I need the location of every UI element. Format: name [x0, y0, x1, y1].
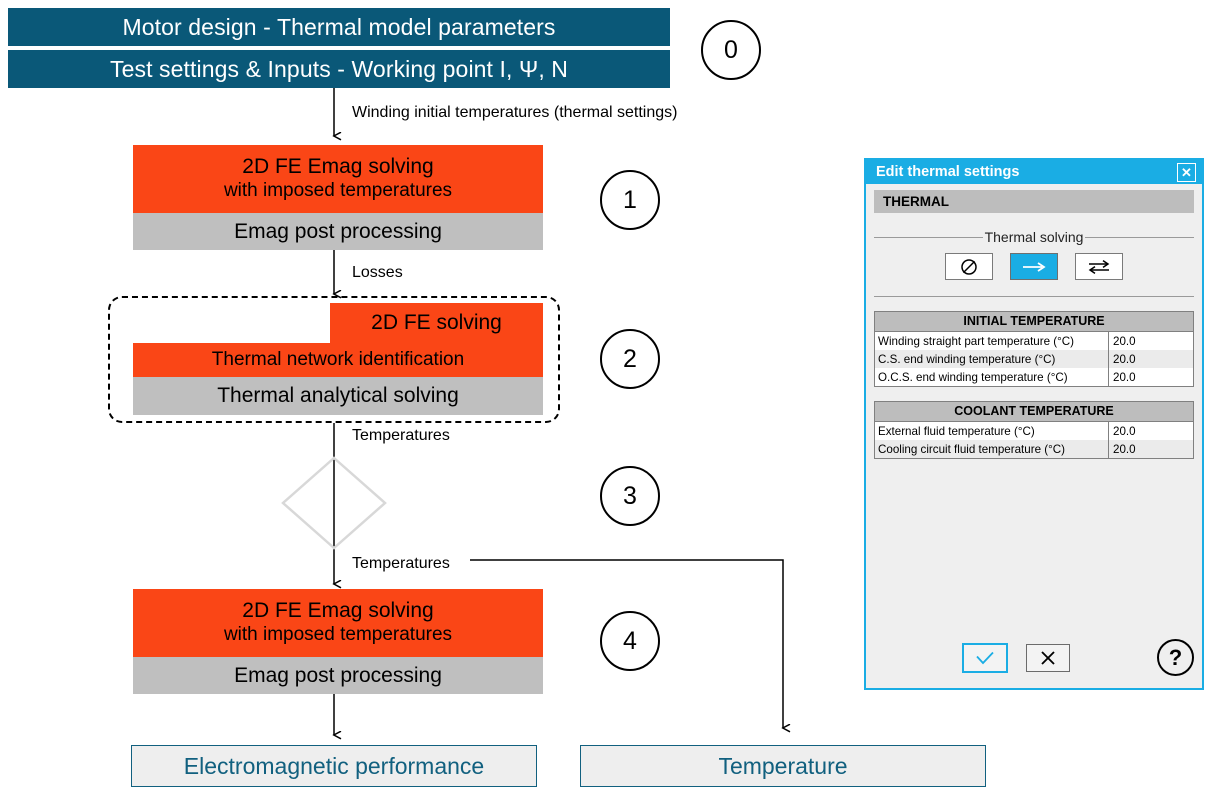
dialog-title: Edit thermal settings [876, 164, 1020, 180]
step-badge-0-number: 0 [724, 35, 738, 64]
step-badge-0: 0 [701, 20, 761, 80]
table-cell-value[interactable]: 20.0 [1109, 332, 1193, 350]
stage2-fe-solving-block: 2D FE solving [330, 303, 543, 343]
outcome-temperature-label: Temperature [718, 752, 848, 779]
step-badge-1: 1 [600, 170, 660, 230]
arrow-right-icon [1023, 261, 1046, 272]
edge-label-losses: Losses [352, 264, 403, 282]
stage2-thermal-analytical-block: Thermal analytical solving [133, 377, 543, 415]
coolant-temperature-table: COOLANT TEMPERATURE External fluid tempe… [874, 401, 1194, 459]
table-cell-label: Winding straight part temperature (°C) [875, 332, 1109, 350]
stage1-title-line2: with imposed temperatures [223, 180, 453, 202]
coolant-temperature-table-title: COOLANT TEMPERATURE [875, 402, 1193, 422]
table-cell-value[interactable]: 20.0 [1109, 350, 1193, 368]
edit-thermal-settings-dialog[interactable]: Edit thermal settings ✕ THERMAL Thermal … [864, 158, 1204, 690]
header-bar-motor-design-label: Motor design - Thermal model parameters [122, 13, 556, 40]
edge-label-text: Temperatures [352, 427, 450, 444]
thermal-solving-mode-group [874, 253, 1194, 280]
header-bar-motor-design: Motor design - Thermal model parameters [8, 8, 670, 46]
dialog-title-bar: Edit thermal settings ✕ [866, 160, 1202, 184]
edge-label-text: Winding initial temperatures (thermal se… [352, 104, 678, 121]
help-icon[interactable]: ? [1157, 639, 1194, 676]
cancel-button[interactable] [1025, 643, 1070, 672]
initial-temperature-table: INITIAL TEMPERATURE Winding straight par… [874, 311, 1194, 387]
stage1-title-line1: 2D FE Emag solving [242, 155, 434, 179]
outcome-electromagnetic-performance: Electromagnetic performance [131, 745, 537, 787]
legend-rule-left [874, 236, 983, 238]
table-row[interactable]: External fluid temperature (°C) 20.0 [875, 422, 1193, 440]
help-glyph: ? [1168, 644, 1183, 670]
table-cell-value[interactable]: 20.0 [1109, 440, 1193, 458]
stage4-title-line2: with imposed temperatures [223, 624, 453, 646]
dialog-body: THERMAL Thermal solving [866, 184, 1202, 688]
step-badge-4-number: 4 [623, 626, 637, 655]
edge-label-text: Losses [352, 264, 403, 281]
table-cell-label: O.C.S. end winding temperature (°C) [875, 368, 1109, 386]
stage1-emag-post-processing-block: Emag post processing [133, 213, 543, 250]
stage4-post-label: Emag post processing [234, 663, 442, 687]
thermal-solving-legend-label: Thermal solving [984, 229, 1084, 245]
stage2-analytical-label: Thermal analytical solving [217, 384, 459, 407]
slashed-circle-icon [961, 258, 977, 275]
table-cell-label: Cooling circuit fluid temperature (°C) [875, 440, 1109, 458]
edge-label-text: Temperatures [352, 555, 450, 572]
stage4-emag-solving-block: 2D FE Emag solving with imposed temperat… [133, 589, 543, 657]
header-bar-test-settings-label: Test settings & Inputs - Working point I… [109, 55, 569, 82]
step-badge-2-number: 2 [623, 344, 637, 373]
stage2-thermal-network-block: Thermal network identification [133, 343, 543, 377]
cross-icon [1040, 650, 1055, 665]
thermal-solving-legend: Thermal solving [874, 229, 1195, 245]
table-row[interactable]: C.S. end winding temperature (°C) 20.0 [875, 350, 1193, 368]
dialog-footer: ? [874, 639, 1194, 676]
table-cell-value[interactable]: 20.0 [1109, 422, 1193, 440]
section-divider [874, 296, 1194, 297]
step-badge-2: 2 [600, 329, 660, 389]
section-header-thermal-label: THERMAL [883, 194, 949, 209]
two-way-coupling-button[interactable] [1075, 253, 1123, 280]
stage4-emag-post-processing-block: Emag post processing [133, 657, 543, 694]
outcome-temperature: Temperature [580, 745, 986, 787]
stage2-network-label: Thermal network identification [211, 348, 465, 370]
outcome-electromagnetic-performance-label: Electromagnetic performance [183, 752, 485, 779]
edge-label-temperatures-lower: Temperatures [352, 555, 450, 573]
close-icon[interactable]: ✕ [1177, 162, 1196, 182]
step-badge-4: 4 [600, 611, 660, 671]
edge-label-temperatures-upper: Temperatures [352, 427, 450, 445]
stage4-title-line1: 2D FE Emag solving [242, 599, 434, 623]
step-badge-1-number: 1 [623, 185, 637, 214]
legend-rule-right [1085, 236, 1195, 238]
table-cell-label: C.S. end winding temperature (°C) [875, 350, 1109, 368]
header-bar-test-settings: Test settings & Inputs - Working point I… [8, 50, 670, 88]
initial-temperature-table-title: INITIAL TEMPERATURE [875, 312, 1193, 332]
table-row[interactable]: Cooling circuit fluid temperature (°C) 2… [875, 440, 1193, 458]
step-badge-3: 3 [600, 466, 660, 526]
arrows-exchange-icon [1088, 259, 1110, 274]
table-cell-label: External fluid temperature (°C) [875, 422, 1109, 440]
stage1-emag-solving-block: 2D FE Emag solving with imposed temperat… [133, 145, 543, 213]
edge-label-winding-initial-temperatures: Winding initial temperatures (thermal se… [352, 104, 677, 122]
stage1-post-label: Emag post processing [234, 219, 442, 243]
table-cell-value[interactable]: 20.0 [1109, 368, 1193, 386]
ok-button[interactable] [961, 642, 1008, 673]
stage2-dashed-group [108, 296, 560, 423]
step-badge-3-number: 3 [623, 481, 637, 510]
no-thermal-solving-button[interactable] [945, 253, 993, 280]
one-way-coupling-button[interactable] [1010, 253, 1058, 280]
table-row[interactable]: Winding straight part temperature (°C) 2… [875, 332, 1193, 350]
table-row[interactable]: O.C.S. end winding temperature (°C) 20.0 [875, 368, 1193, 386]
stage2-fe-label: 2D FE solving [371, 310, 502, 334]
check-icon [975, 651, 994, 664]
section-header-thermal: THERMAL [874, 190, 1194, 213]
